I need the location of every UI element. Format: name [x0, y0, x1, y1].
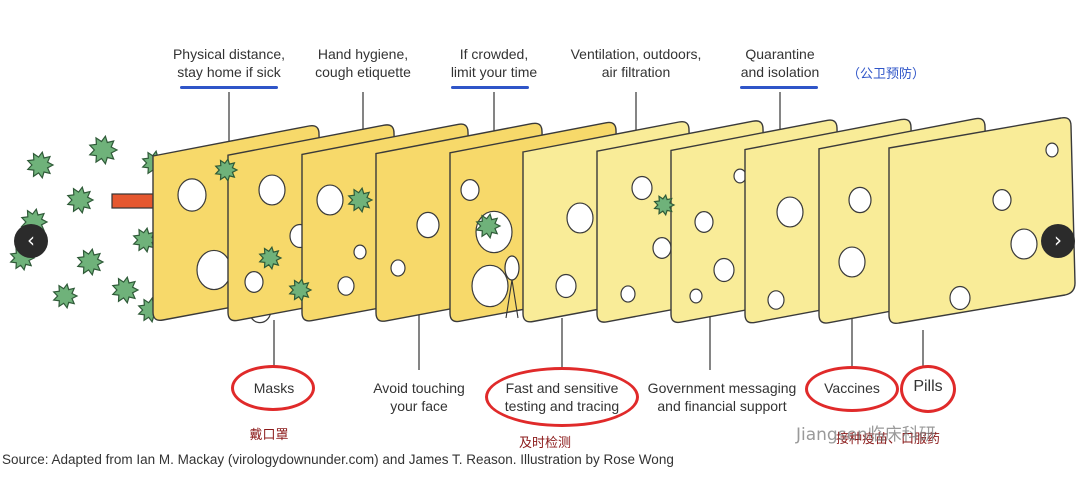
cheese-hole: [992, 189, 1012, 211]
cheese-hole: [713, 257, 735, 283]
cheese-hole: [1010, 228, 1038, 260]
cheese-hole: [1045, 142, 1059, 158]
label-pills: Pills: [913, 378, 943, 395]
cheese-hole: [631, 175, 653, 201]
cheese-hole: [337, 276, 355, 296]
virus-particle: [214, 157, 239, 183]
virus-particle: [26, 150, 55, 180]
label-avoid-touching: Avoid touching your face: [373, 380, 465, 414]
label-ventilation: Ventilation, outdoors, air filtration: [570, 46, 702, 80]
cheese-hole: [566, 202, 594, 234]
carousel-next-button[interactable]: ›: [1041, 224, 1075, 258]
cheese-hole: [620, 285, 636, 303]
cheese-hole: [316, 184, 344, 216]
cheese-slice: [888, 116, 1076, 325]
circle-pills: [900, 365, 956, 413]
cheese-hole: [689, 288, 703, 304]
circle-masks: [231, 365, 315, 411]
label-government: Government messaging and financial suppo…: [647, 380, 797, 414]
cheese-hole: [353, 244, 367, 260]
label-hand-hygiene: Hand hygiene, cough etiquette: [315, 46, 411, 80]
virus-particle: [88, 134, 119, 166]
watermark: Jiangsen临床科研: [796, 425, 936, 445]
underline-quarantine: [740, 86, 818, 89]
virus-particle: [111, 275, 140, 305]
annotation-public-health: （公卫预防）: [846, 67, 926, 82]
figure-sketch: [504, 255, 520, 281]
cheese-hole: [471, 264, 509, 308]
cheese-hole: [767, 290, 785, 310]
virus-particle: [76, 247, 105, 277]
underline-if-crowded: [451, 86, 529, 89]
cheese-hole: [694, 211, 714, 233]
cheese-hole: [196, 249, 232, 291]
virus-particle: [132, 226, 159, 254]
label-physical-distance: Physical distance, stay home if sick: [172, 46, 286, 80]
cheese-hole: [733, 168, 747, 184]
cheese-hole: [555, 273, 577, 299]
cheese-hole: [390, 259, 406, 277]
carousel-prev-button[interactable]: ‹: [14, 224, 48, 258]
virus-particle: [52, 282, 79, 310]
cheese-hole: [460, 179, 480, 201]
circle-vaccines: [805, 366, 899, 412]
virus-particle: [288, 277, 313, 303]
cheese-hole: [244, 271, 264, 293]
annotation-masks-cn: 戴口罩: [249, 428, 289, 443]
cheese-hole: [776, 196, 804, 228]
cheese-hole: [848, 186, 872, 214]
cheese-hole: [949, 285, 971, 311]
label-testing: Fast and sensitive testing and tracing: [504, 380, 620, 414]
virus-particle: [66, 185, 95, 215]
cheese-hole: [177, 178, 207, 212]
circle-testing: [485, 367, 639, 427]
label-masks: Masks: [253, 380, 295, 396]
underline-physical-distance: [180, 86, 278, 89]
virus-particle: [347, 186, 374, 214]
cheese-hole: [258, 174, 286, 206]
annotation-vaccines-pills-cn: 接种疫苗、口服药: [835, 432, 941, 447]
source-caption: Source: Adapted from Ian M. Mackay (viro…: [2, 452, 674, 467]
label-if-crowded: If crowded, limit your time: [450, 46, 538, 80]
cheese-hole: [416, 211, 440, 239]
label-vaccines: Vaccines: [824, 380, 880, 396]
figure-sketch: [505, 279, 519, 319]
cheese-hole: [652, 237, 672, 259]
annotation-testing-cn: 及时检测: [518, 436, 572, 451]
label-quarantine: Quarantine and isolation: [740, 46, 820, 80]
virus-particle: [653, 193, 676, 217]
virus-particle: [258, 245, 283, 271]
virus-particle: [475, 212, 502, 240]
cheese-hole: [838, 246, 866, 278]
